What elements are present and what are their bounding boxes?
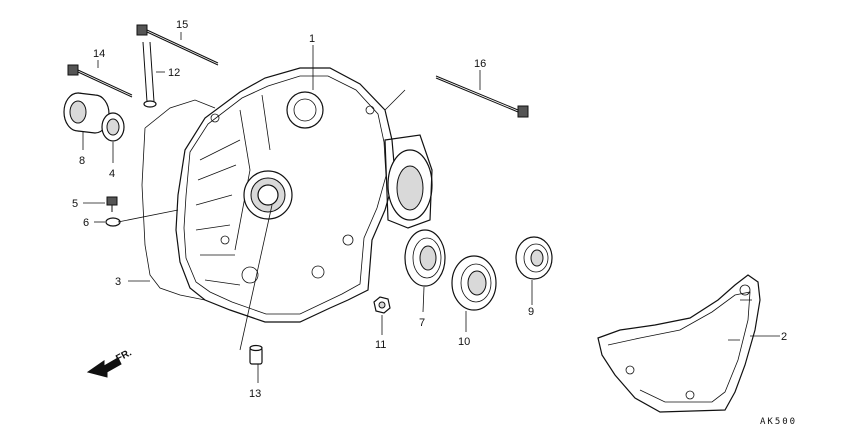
figure-code: AK500 — [760, 417, 797, 427]
bolt-15 — [136, 24, 219, 66]
bolt-16 — [435, 75, 529, 118]
callout-7: 7 — [419, 317, 425, 329]
oil-seal-4 — [101, 112, 125, 142]
callout-14: 14 — [93, 48, 105, 60]
dowel-13 — [249, 344, 263, 365]
front-arrow-icon — [86, 357, 122, 378]
callout-8: 8 — [79, 155, 85, 167]
callout-12: 12 — [168, 67, 180, 79]
bearing-9 — [515, 236, 553, 280]
leader-lines — [82, 32, 780, 383]
bolt-5 — [106, 196, 118, 212]
clutch-housing-cover — [597, 274, 761, 413]
transmission-case — [175, 67, 433, 323]
callout-1: 1 — [309, 33, 315, 45]
nut-11 — [373, 296, 391, 314]
callout-11: 11 — [375, 339, 386, 351]
bearing-7 — [404, 229, 446, 287]
washer-6 — [105, 217, 121, 227]
bearing-10 — [451, 255, 497, 311]
bolt-14 — [67, 64, 133, 98]
front-direction-label: FR. — [114, 347, 134, 364]
callout-9: 9 — [528, 306, 534, 318]
bearing-8 — [63, 92, 110, 134]
front-direction-indicator: FR. — [86, 347, 134, 378]
callout-2: 2 — [781, 331, 787, 343]
callout-4: 4 — [109, 168, 115, 180]
callout-5: 5 — [72, 198, 78, 210]
case-gasket — [141, 99, 216, 301]
callout-numbers: 1 2 3 4 5 6 7 8 9 10 11 12 13 14 15 16 — [72, 19, 787, 400]
callout-13: 13 — [249, 388, 261, 400]
callout-15: 15 — [176, 19, 188, 31]
callout-3: 3 — [115, 276, 121, 288]
callout-6: 6 — [83, 217, 89, 229]
callout-16: 16 — [474, 58, 486, 70]
callout-10: 10 — [458, 336, 470, 348]
stud-12 — [142, 41, 157, 108]
